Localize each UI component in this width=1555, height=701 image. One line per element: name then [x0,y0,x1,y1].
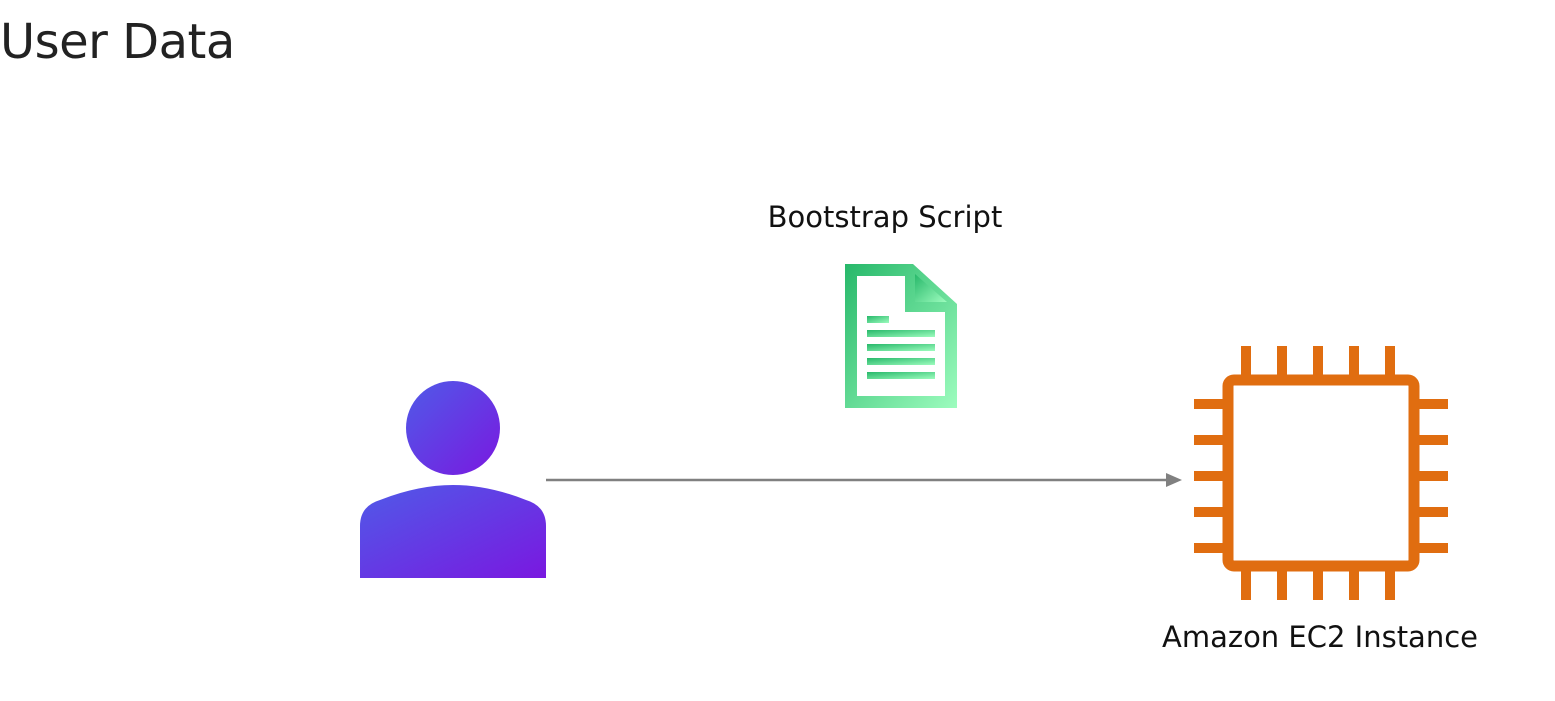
user-to-ec2-arrow [546,473,1182,487]
user-icon [360,381,546,578]
bootstrap-script-label: Bootstrap Script [767,200,1003,234]
ec2-chip-icon [1194,346,1448,600]
page-title: User Data [0,14,235,70]
ec2-instance-label: Amazon EC2 Instance [1161,620,1478,654]
document-icon [845,264,957,408]
